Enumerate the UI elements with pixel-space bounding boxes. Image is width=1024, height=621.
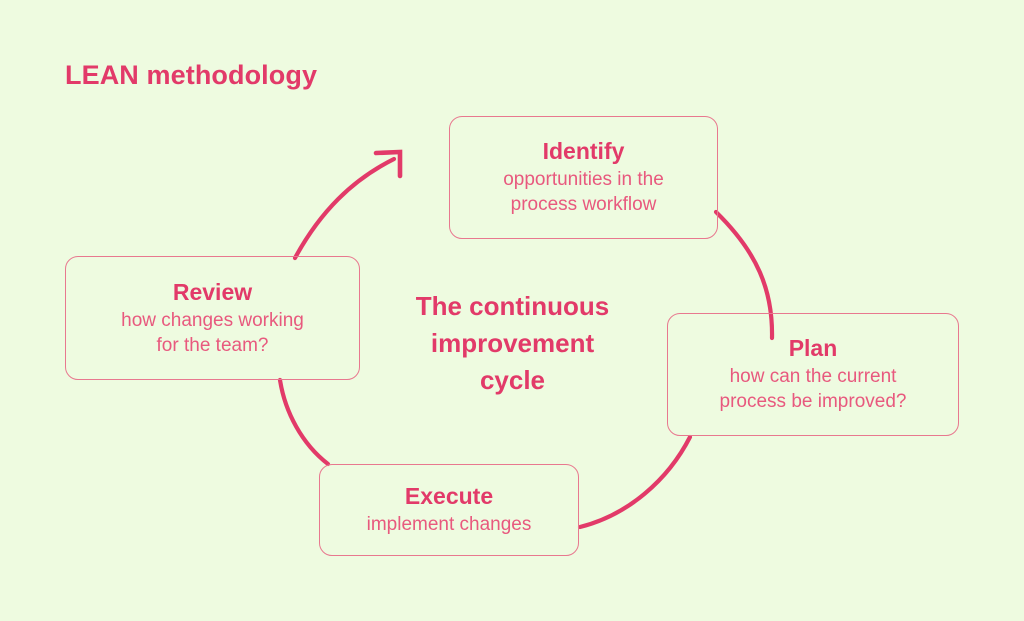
- stage-description-line: process be improved?: [719, 391, 907, 413]
- stage-title-identify: Identify: [542, 138, 625, 165]
- stage-description-line: for the team?: [156, 334, 269, 356]
- stage-box-identify[interactable]: Identify opportunities in the process wo…: [449, 116, 718, 239]
- stage-title-review: Review: [172, 278, 253, 305]
- center-label-line: The continuous: [415, 291, 610, 321]
- stage-description-line: implement changes: [366, 514, 532, 536]
- stage-description-plan: how can the current process be improved?: [720, 365, 907, 414]
- stage-description-line: how can the current: [729, 366, 897, 388]
- stage-description-identify: opportunities in the process workflow: [503, 168, 664, 217]
- center-label-line: cycle: [479, 364, 546, 395]
- cycle-center-label: The continuous improvement cycle: [385, 288, 640, 399]
- stage-box-review[interactable]: Review how changes working for the team?: [65, 256, 360, 380]
- arrowhead-icon: [373, 149, 403, 179]
- stage-description-execute: implement changes: [367, 513, 532, 538]
- connector-review-to-identify: [292, 156, 397, 261]
- stage-title-execute: Execute: [404, 483, 494, 510]
- stage-box-execute[interactable]: Execute implement changes: [319, 464, 579, 556]
- connector-identify-to-plan: [713, 209, 775, 341]
- stage-description-review: how changes working for the team?: [121, 309, 304, 358]
- connector-plan-to-execute: [577, 434, 693, 530]
- page-title: LEAN methodology: [65, 60, 318, 90]
- center-label-line: improvement: [430, 327, 595, 358]
- stage-description-line: opportunities in the: [503, 169, 664, 191]
- stage-box-plan[interactable]: Plan how can the current process be impr…: [667, 313, 959, 436]
- stage-title-plan: Plan: [788, 335, 838, 362]
- stage-description-line: process workflow: [510, 194, 657, 216]
- connector-execute-to-review: [277, 377, 331, 467]
- stage-description-line: how changes working: [121, 309, 304, 331]
